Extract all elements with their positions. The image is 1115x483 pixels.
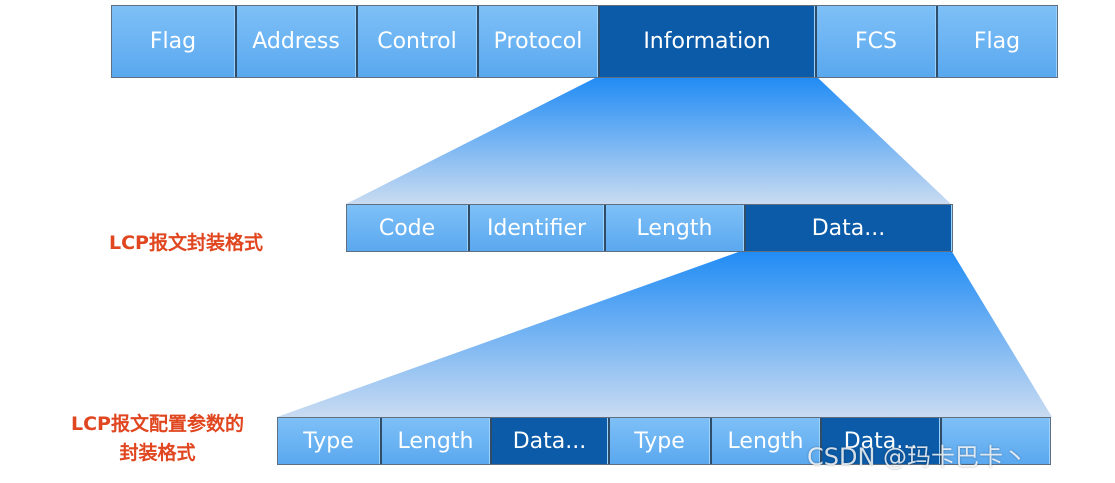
ppp-field-information: Information xyxy=(598,6,815,77)
lcp-field-identifier: Identifier xyxy=(468,205,604,251)
option-field-data: Data... xyxy=(490,418,608,464)
option-field-data: Data... xyxy=(820,418,940,464)
ppp-field-flag: Flag xyxy=(936,6,1057,77)
ppp-field-fcs: FCS xyxy=(815,6,936,77)
ppp-field-protocol: Protocol xyxy=(477,6,598,77)
ppp-field-flag: Flag xyxy=(112,6,235,77)
lcp-field-data: Data... xyxy=(744,205,952,251)
option-field-empty xyxy=(940,418,1050,464)
lcp-packet-format-label: LCP报文封装格式 xyxy=(109,232,263,254)
lcp-field-length: Length xyxy=(604,205,744,251)
lcp-field-code: Code xyxy=(347,205,468,251)
lcp-option-format-label: LCP报文配置参数的 封装格式 xyxy=(71,410,244,469)
ppp-field-control: Control xyxy=(356,6,477,77)
ppp-field-address: Address xyxy=(235,6,356,77)
option-field-length: Length xyxy=(710,418,820,464)
lcp-option-label-line-2: 封装格式 xyxy=(119,442,196,465)
information-expansion-fan xyxy=(346,76,951,204)
option-field-type: Type xyxy=(278,418,380,464)
lcp-option-label-line-1: LCP报文配置参数的 xyxy=(71,413,244,435)
data-expansion-fan xyxy=(277,250,1052,417)
watermark: CSDN @玛卡巴卡丶 xyxy=(807,443,1028,471)
option-field-length: Length xyxy=(380,418,490,464)
option-field-type: Type xyxy=(608,418,710,464)
